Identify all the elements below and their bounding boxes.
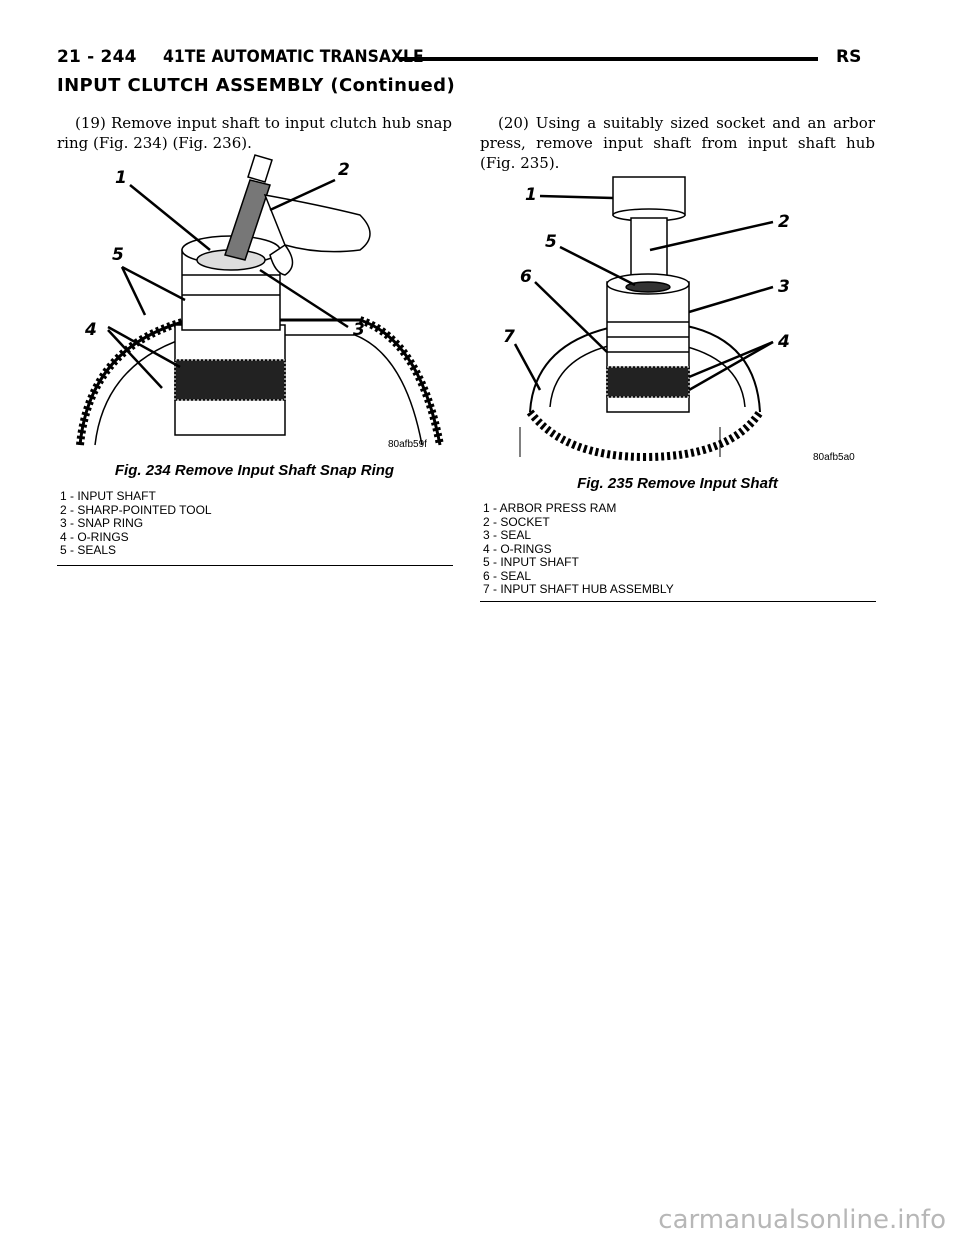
callout-2: 2 — [778, 212, 790, 232]
clutch-hub — [174, 235, 286, 436]
callout-3: 3 — [778, 277, 790, 297]
header-rule — [400, 57, 818, 61]
sharp-pointed-tool — [224, 154, 371, 276]
fig234-callouts: 1 2 3 4 5 — [84, 160, 365, 340]
legend-item: 3 - SEAL — [483, 528, 532, 542]
manual-title: 41TE AUTOMATIC TRANSAXLE — [163, 47, 424, 67]
input-shaft-hub — [606, 273, 690, 413]
callout-1: 1 — [525, 185, 537, 205]
callout-5: 5 — [545, 232, 557, 252]
legend-item: 6 - SEAL — [483, 568, 532, 583]
arbor-press-ram — [612, 176, 686, 301]
figure-234-illustration: 1 2 3 4 5 80afb59f — [76, 154, 444, 450]
legend-item: 5 - INPUT SHAFT — [483, 555, 579, 569]
callout-5: 5 — [112, 245, 124, 265]
step-19-text: (19) Remove input shaft to input clutch … — [57, 114, 452, 152]
callout-4: 4 — [777, 332, 790, 352]
fig235-callouts: 1 2 3 4 5 6 7 — [503, 185, 790, 352]
callout-7: 7 — [503, 327, 515, 347]
page-number: 21 - 244 — [57, 47, 137, 67]
legend-item: 5 - SEALS — [60, 543, 117, 557]
figure-234-legend: 1 - INPUT SHAFT 2 - SHARP-POINTED TOOL 3… — [60, 489, 212, 558]
legend-item: 2 - SHARP-POINTED TOOL — [60, 502, 212, 517]
fig235-leader-lines — [513, 194, 774, 392]
legend-item: 3 - SNAP RING — [60, 516, 144, 530]
fig234-code: 80afb59f — [388, 439, 427, 450]
legend-item: 4 - O-RINGS — [60, 529, 129, 544]
fig234-leader-lines — [107, 178, 349, 389]
legend-item: 4 - O-RINGS — [483, 541, 552, 556]
legend-item: 1 - INPUT SHAFT — [60, 489, 156, 503]
callout-4: 4 — [84, 320, 97, 340]
figure-235-legend: 1 - ARBOR PRESS RAM 2 - SOCKET 3 - SEAL … — [483, 501, 674, 597]
legend-item: 1 - ARBOR PRESS RAM — [483, 501, 617, 515]
figure-234-rule — [57, 565, 453, 566]
footer-bar — [0, 1218, 960, 1242]
figure-234-caption: Fig. 234 Remove Input Shaft Snap Ring — [114, 462, 395, 479]
legend-item: 7 - INPUT SHAFT HUB ASSEMBLY — [483, 582, 674, 596]
section-title: INPUT CLUTCH ASSEMBLY (Continued) — [57, 75, 456, 96]
callout-3: 3 — [353, 320, 365, 340]
step-20-text: (20) Using a suitably sized socket and a… — [480, 114, 875, 172]
watermark-text: carmanualsonline.info — [658, 1205, 946, 1235]
legend-item: 2 - SOCKET — [483, 514, 550, 529]
fig235-code: 80afb5a0 — [813, 452, 855, 463]
model-code: RS — [836, 47, 862, 67]
figure-235-illustration: 1 2 3 4 5 6 7 80afb5a0 — [503, 176, 855, 463]
figure-235-rule — [480, 601, 876, 602]
callout-6: 6 — [520, 267, 532, 287]
callout-1: 1 — [115, 168, 127, 188]
figure-235-caption: Fig. 235 Remove Input Shaft — [577, 475, 778, 492]
callout-2: 2 — [338, 160, 350, 180]
